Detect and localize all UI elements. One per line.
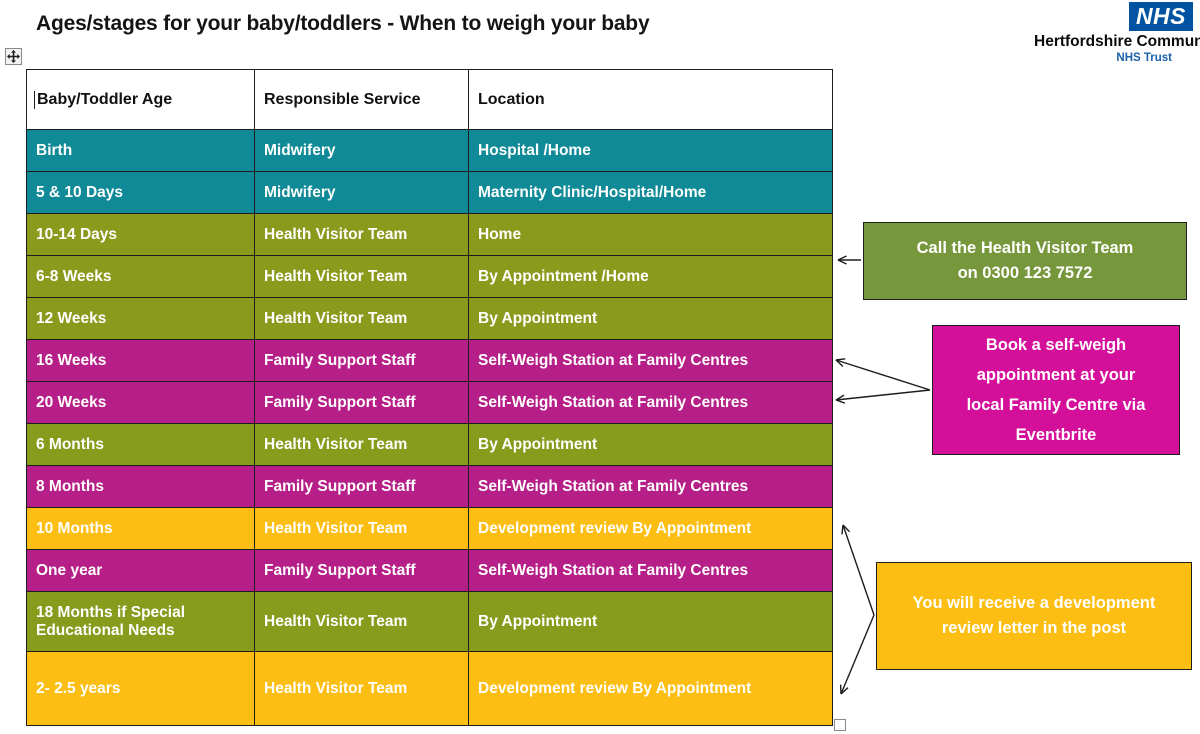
cell-location: Self-Weigh Station at Family Centres [468,549,833,592]
ages-stages-table: Baby/Toddler Age Responsible Service Loc… [26,69,833,726]
cell-age: 10-14 Days [26,213,255,256]
table-header: Baby/Toddler Age Responsible Service Loc… [26,69,833,130]
callout-self-weigh-line3: local Family Centre via [966,396,1146,414]
table-move-handle[interactable] [5,48,22,65]
cell-age: 10 Months [26,507,255,550]
cell-service: Health Visitor Team [254,423,469,466]
table-row: 20 Weeks Family Support Staff Self-Weigh… [26,381,833,424]
nhs-trust-subtitle: NHS Trust [1116,52,1172,64]
table-row: 18 Months if Special Educational Needs H… [26,591,833,652]
table-row: 5 & 10 Days Midwifery Maternity Clinic/H… [26,171,833,214]
cell-location: Self-Weigh Station at Family Centres [468,381,833,424]
cell-service: Health Visitor Team [254,297,469,340]
table-row: 12 Weeks Health Visitor Team By Appointm… [26,297,833,340]
cell-service: Health Visitor Team [254,591,469,652]
cell-location: By Appointment /Home [468,255,833,298]
cell-age: 20 Weeks [26,381,255,424]
arrow-dev-review-2y [839,614,875,695]
table-row: 6-8 Weeks Health Visitor Team By Appoint… [26,255,833,298]
cell-location: Development review By Appointment [468,507,833,550]
cell-service: Health Visitor Team [254,213,469,256]
cell-service: Health Visitor Team [254,507,469,550]
table-row: One year Family Support Staff Self-Weigh… [26,549,833,592]
column-header-service: Responsible Service [254,69,469,130]
table-row: 2- 2.5 years Health Visitor Team Develop… [26,651,833,726]
table-row: 8 Months Family Support Staff Self-Weigh… [26,465,833,508]
nhs-badge: NHS [1128,2,1193,31]
callout-self-weigh-line2: appointment at your [976,366,1136,384]
cell-service: Family Support Staff [254,381,469,424]
cell-age: 8 Months [26,465,255,508]
cell-service: Midwifery [254,171,469,214]
cell-age: 5 & 10 Days [26,171,255,214]
table-row: 16 Weeks Family Support Staff Self-Weigh… [26,339,833,382]
cell-location: Self-Weigh Station at Family Centres [468,465,833,508]
callout-development-review-line2: review letter in the post [941,619,1127,637]
cell-service: Midwifery [254,129,469,172]
cell-service: Health Visitor Team [254,651,469,726]
table-row: 10 Months Health Visitor Team Developmen… [26,507,833,550]
cell-location: By Appointment [468,591,833,652]
callout-health-visitor-line1: Call the Health Visitor Team [916,239,1134,257]
callout-self-weigh-line4: Eventbrite [1015,426,1097,444]
cell-location: Home [468,213,833,256]
cell-age: 18 Months if Special Educational Needs [26,591,255,652]
cell-location: By Appointment [468,423,833,466]
table-resize-handle[interactable] [834,719,846,731]
cell-age: 16 Weeks [26,339,255,382]
cell-service: Family Support Staff [254,465,469,508]
arrow-dev-review-10m [841,524,875,616]
cell-location: Hospital /Home [468,129,833,172]
callout-self-weigh: Book a self-weigh appointment at your lo… [932,325,1180,455]
table-row: Birth Midwifery Hospital /Home [26,129,833,172]
table-row: 6 Months Health Visitor Team By Appointm… [26,423,833,466]
cell-age: 6 Months [26,423,255,466]
cell-location: Self-Weigh Station at Family Centres [468,339,833,382]
cell-service: Family Support Staff [254,339,469,382]
callout-health-visitor: Call the Health Visitor Team on 0300 123… [863,222,1187,300]
column-header-age: Baby/Toddler Age [26,69,255,130]
column-header-age-label: Baby/Toddler Age [34,90,172,109]
cell-location: Development review By Appointment [468,651,833,726]
table-header-row: Baby/Toddler Age Responsible Service Loc… [26,69,833,130]
callout-health-visitor-line2: on 0300 123 7572 [957,264,1093,282]
table-row: 10-14 Days Health Visitor Team Home [26,213,833,256]
cell-location: By Appointment [468,297,833,340]
cell-age: One year [26,549,255,592]
callout-self-weigh-line1: Book a self-weigh [985,336,1127,354]
nhs-logo: NHS Hertfordshire Community NHS Trust [1034,2,1200,72]
cell-age: 2- 2.5 years [26,651,255,726]
arrow-self-weigh-20w [835,389,931,404]
callout-development-review: You will receive a development review le… [876,562,1192,670]
move-cross-icon [7,50,20,63]
arrow-self-weigh-16w [835,358,931,391]
cell-location: Maternity Clinic/Hospital/Home [468,171,833,214]
cell-age: Birth [26,129,255,172]
cell-service: Health Visitor Team [254,255,469,298]
column-header-location: Location [468,69,833,130]
cell-age: 12 Weeks [26,297,255,340]
nhs-trust-name: Hertfordshire Community [1034,33,1200,50]
table-body: Birth Midwifery Hospital /Home 5 & 10 Da… [26,129,833,726]
callout-development-review-line1: You will receive a development [912,594,1156,612]
cell-service: Family Support Staff [254,549,469,592]
page-title: Ages/stages for your baby/toddlers - Whe… [36,12,650,35]
cell-age: 6-8 Weeks [26,255,255,298]
